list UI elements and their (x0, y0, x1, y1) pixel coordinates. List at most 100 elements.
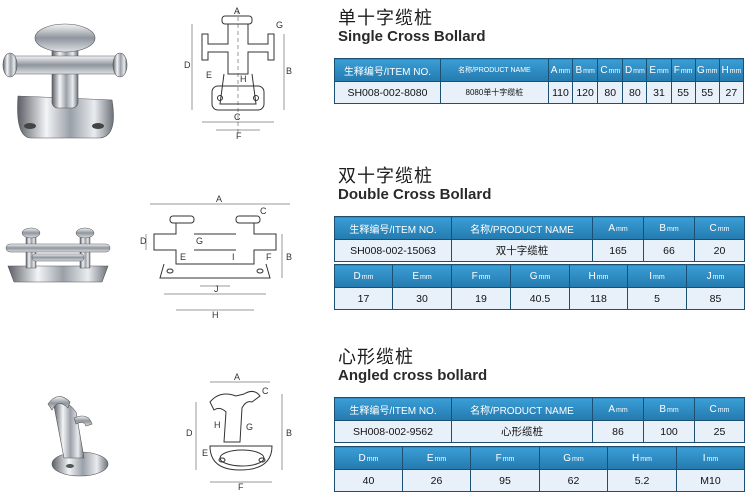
table-header-row: 生释编号/ITEM NO. 名称/PRODUCT NAME Amm Bmm Cm… (334, 58, 745, 82)
table-cell: 20 (694, 239, 745, 262)
header-cell: 名称/PRODUCT NAME (451, 216, 593, 240)
header-cell: Hmm (718, 58, 745, 82)
dim-label: A (216, 194, 222, 204)
double-cross-bollard-drawing: A B C D E F G H I J (140, 194, 300, 324)
dim-label: F (266, 252, 272, 262)
header-cell: Fmm (451, 264, 511, 288)
table-header-row: Dmm Emm Fmm Gmm Hmm Imm (334, 446, 745, 470)
dim-label: E (180, 252, 186, 262)
spec-table-continued: Dmm Emm Fmm Gmm Hmm Imm Jmm 17 30 19 40.… (334, 264, 745, 310)
table-cell: 5 (627, 287, 687, 310)
header-cell: Cmm (597, 58, 624, 82)
dim-label: C (262, 386, 269, 396)
table-cell: 55 (694, 81, 720, 104)
header-cell: Emm (646, 58, 672, 82)
header-cell: Gmm (510, 264, 570, 288)
table-cell: 17 (334, 287, 393, 310)
table-cell: 40.5 (510, 287, 570, 310)
table-cell: 100 (643, 420, 695, 443)
dim-label: G (276, 20, 283, 30)
table-cell: SH008-002-15063 (334, 239, 452, 262)
header-cell: Amm (547, 58, 574, 82)
table-cell: M10 (676, 469, 745, 492)
table-row: SH008-002-15063 双十字缆桩 165 66 20 (334, 239, 745, 262)
header-cell: Hmm (569, 264, 628, 288)
table-cell: 85 (686, 287, 745, 310)
dim-label: D (140, 236, 147, 246)
header-cell: 生释编号/ITEM NO. (334, 216, 452, 240)
dim-label: E (206, 70, 212, 80)
table-cell: 31 (646, 81, 672, 104)
header-cell: Amm (592, 216, 644, 240)
table-header-row: 生释编号/ITEM NO. 名称/PRODUCT NAME Amm Bmm Cm… (334, 216, 745, 240)
section-title-en: Single Cross Bollard (338, 28, 486, 45)
header-cell: Emm (402, 446, 471, 470)
table-cell: 27 (718, 81, 745, 104)
table-cell: 5.2 (607, 469, 677, 492)
header-cell: Dmm (622, 58, 648, 82)
section-title-cn: 心形缆桩 (338, 347, 414, 368)
table-cell: 80 (597, 81, 624, 104)
dim-label: H (240, 74, 247, 84)
dim-label: J (214, 284, 219, 294)
header-cell: Emm (392, 264, 452, 288)
dim-label: D (184, 60, 191, 70)
section-title-cn: 双十字缆桩 (338, 166, 433, 187)
double-cross-bollard-photo (2, 218, 114, 290)
section-title-en: Angled cross bollard (338, 367, 488, 384)
table-row: 40 26 95 62 5.2 M10 (334, 469, 745, 492)
table-cell: 8080单十字缆桩 (439, 81, 549, 104)
header-cell: Fmm (670, 58, 696, 82)
header-cell: Cmm (694, 216, 745, 240)
dim-label: B (286, 252, 292, 262)
table-cell: 95 (470, 469, 540, 492)
table-cell: 165 (592, 239, 644, 262)
header-cell: Bmm (572, 58, 599, 82)
dim-label: A (234, 6, 240, 16)
spec-table-continued: Dmm Emm Fmm Gmm Hmm Imm 40 26 95 62 5.2 … (334, 446, 745, 492)
angled-cross-bollard-drawing: A B C D E F G H (180, 372, 300, 492)
table-cell: SH008-002-9562 (334, 420, 452, 443)
dim-label: B (286, 428, 292, 438)
table-cell: 66 (643, 239, 695, 262)
dim-label: D (186, 428, 193, 438)
header-cell: 名称/PRODUCT NAME (451, 397, 593, 421)
table-row: SH008-002-9562 心形缆桩 86 100 25 (334, 420, 745, 443)
dim-label: G (246, 422, 253, 432)
header-cell: Fmm (470, 446, 540, 470)
section-title-cn: 单十字缆桩 (338, 8, 433, 29)
table-cell: 19 (451, 287, 511, 310)
dim-label: E (202, 448, 208, 458)
dim-label: I (232, 252, 235, 262)
table-cell: 55 (670, 81, 696, 104)
section-title-en: Double Cross Bollard (338, 186, 492, 203)
table-cell: 40 (334, 469, 403, 492)
table-cell: SH008-002-8080 (334, 81, 441, 104)
table-header-row: 生释编号/ITEM NO. 名称/PRODUCT NAME Amm Bmm Cm… (334, 397, 745, 421)
table-cell: 26 (402, 469, 471, 492)
header-cell: Imm (676, 446, 745, 470)
dim-label: H (214, 420, 221, 430)
header-cell: 生释编号/ITEM NO. (334, 397, 452, 421)
table-cell: 80 (622, 81, 648, 104)
dim-label: G (196, 236, 203, 246)
single-cross-bollard-drawing: A B C D E F G H (180, 4, 300, 144)
header-cell: 生释编号/ITEM NO. (334, 58, 441, 82)
single-cross-bollard-photo (0, 8, 130, 148)
header-cell: Cmm (694, 397, 745, 421)
spec-table: 生释编号/ITEM NO. 名称/PRODUCT NAME Amm Bmm Cm… (334, 58, 745, 104)
header-cell: Bmm (643, 397, 695, 421)
table-row: SH008-002-8080 8080单十字缆桩 110 120 80 80 3… (334, 81, 745, 104)
table-cell: 62 (539, 469, 608, 492)
header-cell: 名称/PRODUCT NAME (439, 58, 549, 82)
dim-label: A (234, 372, 240, 382)
header-cell: Imm (627, 264, 687, 288)
header-cell: Bmm (643, 216, 695, 240)
header-cell: Amm (592, 397, 644, 421)
dim-label: C (234, 112, 241, 122)
table-cell: 86 (592, 420, 644, 443)
dim-label: H (212, 310, 219, 320)
header-cell: Jmm (686, 264, 745, 288)
spec-table: 生释编号/ITEM NO. 名称/PRODUCT NAME Amm Bmm Cm… (334, 397, 745, 443)
table-cell: 110 (547, 81, 574, 104)
